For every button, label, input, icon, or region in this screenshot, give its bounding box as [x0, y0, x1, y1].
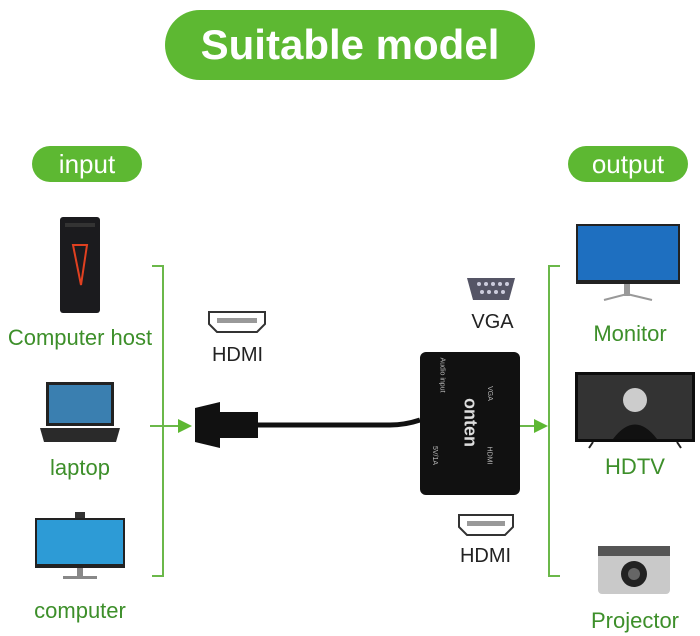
device-label: Computer host [7, 325, 153, 350]
monitor-icon [576, 224, 680, 301]
desktop-monitor-icon [35, 512, 125, 579]
device-label: Projector [590, 608, 680, 633]
hdmi-port-icon [458, 514, 514, 536]
port-label: VGA [471, 311, 514, 333]
arrow-right-icon [520, 419, 548, 433]
port-text: 5V/1A [431, 445, 439, 466]
device-label: Monitor [593, 321, 667, 346]
port-label: HDMI [211, 344, 264, 366]
port-text: Audio input [438, 357, 446, 393]
arrow-right-icon [150, 419, 192, 433]
port-text: HDMI [485, 446, 493, 465]
brand-logo: onten [460, 398, 481, 447]
device-label: HDTV [605, 454, 665, 479]
projector-icon [598, 546, 670, 594]
laptop-icon [40, 382, 120, 442]
port-label: HDMI [459, 545, 512, 567]
vga-port-icon [467, 278, 515, 300]
hdmi-port-icon [208, 311, 266, 333]
title-banner: Suitable model [165, 10, 535, 80]
output-badge: output [568, 146, 688, 182]
tv-icon [575, 372, 695, 449]
device-label: laptop [50, 455, 110, 480]
port-text: VGA [485, 386, 493, 401]
device-label: computer [34, 598, 126, 623]
adapter: onten Audio input VGA 5V/1A HDMI [420, 352, 520, 495]
hdmi-cable [195, 402, 421, 448]
input-bracket [152, 265, 164, 577]
output-bracket [548, 265, 560, 577]
input-badge: input [32, 146, 142, 182]
tower-pc-icon [60, 217, 100, 313]
